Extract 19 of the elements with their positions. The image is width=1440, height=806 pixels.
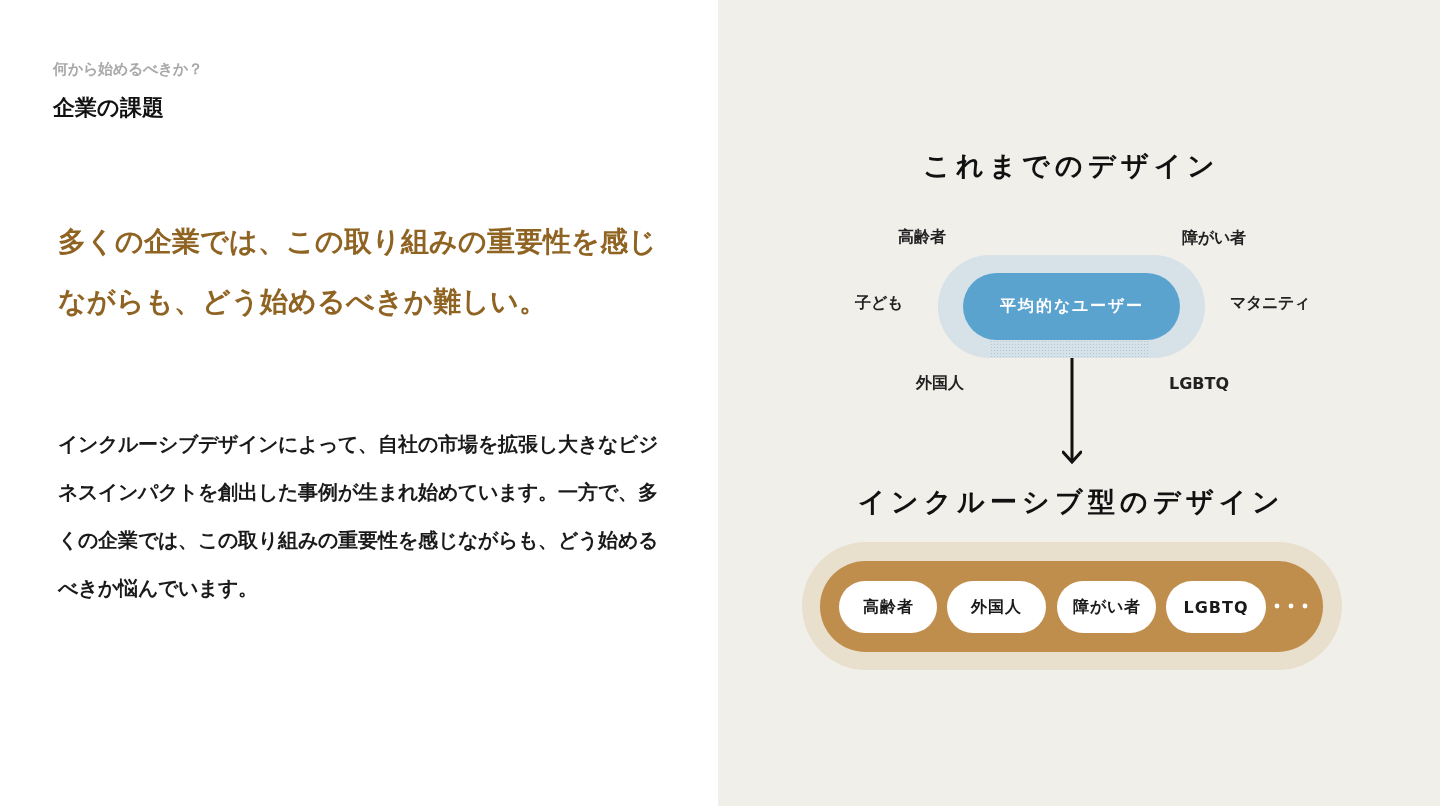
lead-text: 多くの企業では、この取り組みの重要性を感じながらも、どう始めるべきか難しい。 [58,224,658,320]
group-label: 外国人 [916,372,964,394]
rounded-band [820,561,1323,652]
user-pill: 平均的なユーザー [963,273,1180,340]
group-label: LGBTQ [1169,373,1229,393]
group-pill: 外国人 [947,581,1046,633]
group-pill: 高齢者 [839,581,937,633]
section-heading: 企業の課題 [53,94,164,122]
group-pill: 障がい者 [1057,581,1156,633]
body-paragraph: インクルーシブデザインによって、自社の市場を拡張し大きなビジネスインパクトを創出した事例が生まれ始めています。一方で、多くの企業では、この取り組みの重要性を感じながらも、どう始めるべきか悩んでいます。 [58,431,659,602]
group-pill: LGBTQ [1166,581,1266,633]
group-label: 子ども [855,292,903,314]
group-label: マタニティ [1230,292,1310,314]
diagram-heading: これまでのデザイン [922,149,1220,183]
group-label: 高齢者 [898,226,946,248]
eyebrow-text: 何から始めるべきか？ [53,60,203,79]
group-label: 障がい者 [1182,227,1246,249]
arrow [1061,358,1083,464]
diagram-heading: インクルーシブ型のデザイン [857,485,1285,519]
